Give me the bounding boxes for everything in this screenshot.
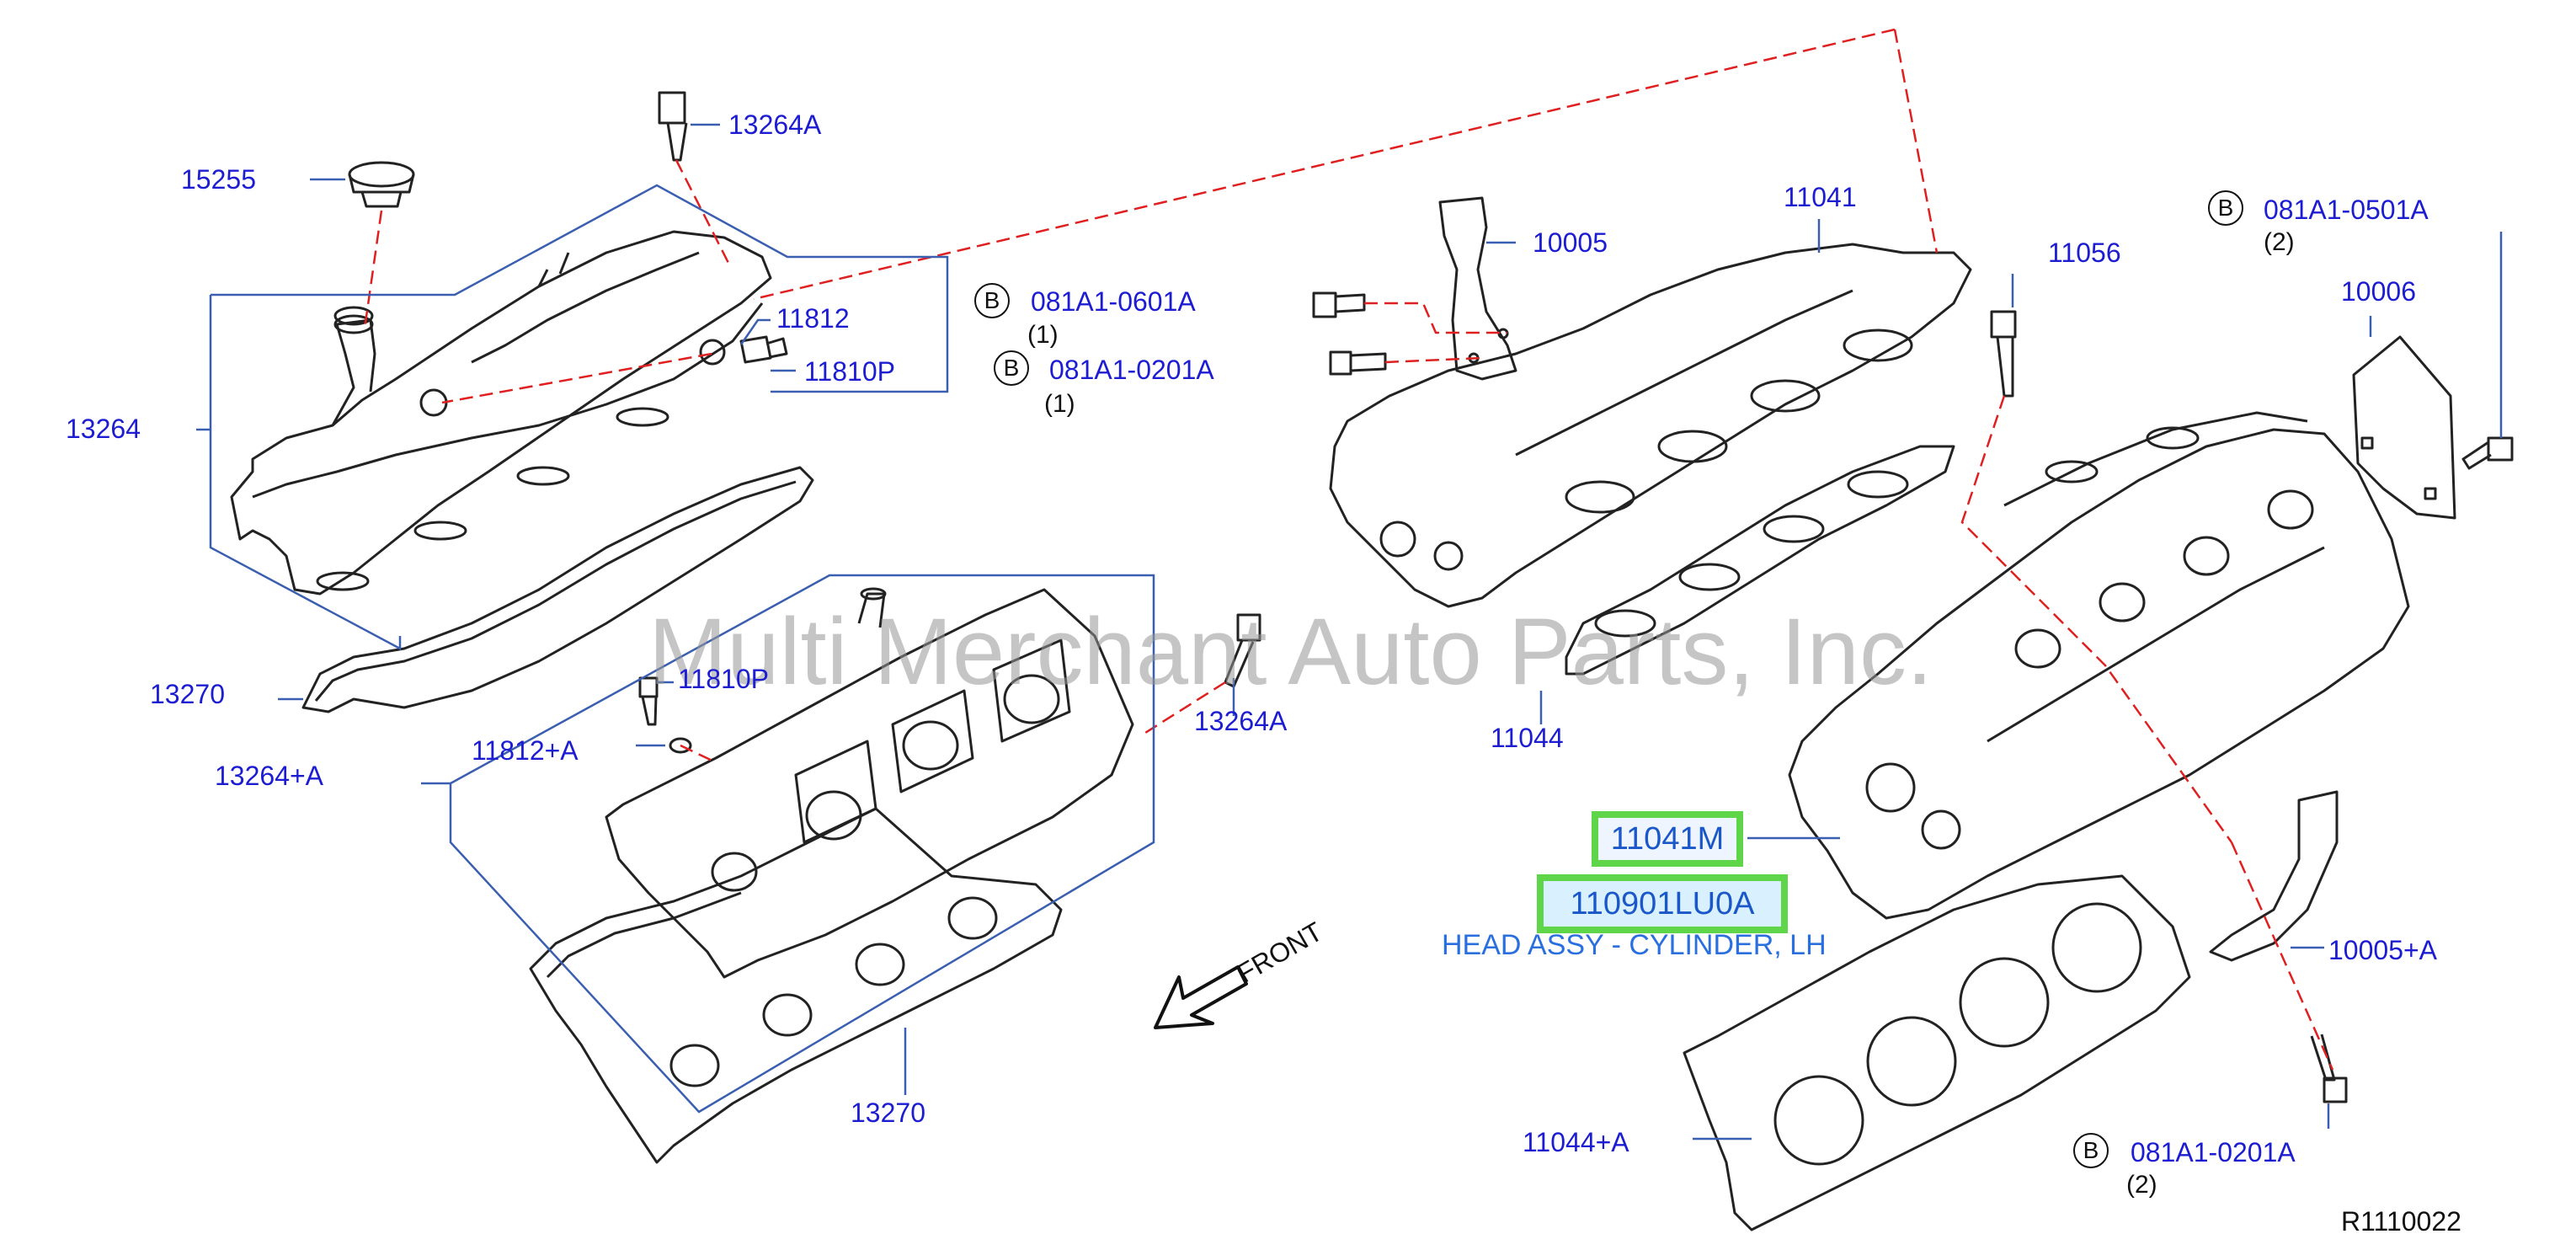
bolt-prefix-circle: B: [994, 350, 1029, 386]
gasket-lower: [529, 807, 1063, 1164]
head-gasket-11044a: [1683, 874, 2191, 1231]
bolt-13264a-mid: [1224, 613, 1261, 688]
callout-11812a[interactable]: 11812+A: [472, 735, 579, 766]
callout-081a1-0501a[interactable]: 081A1-0501A: [2264, 195, 2429, 225]
dashed-leaders: [363, 28, 2334, 1071]
callout-13264[interactable]: 13264: [66, 414, 141, 444]
callout-11812[interactable]: 11812: [776, 303, 850, 334]
rocker-cover-upper: [230, 230, 772, 596]
callout-10005[interactable]: 10005: [1533, 227, 1608, 258]
watermark: Multi Merchant Auto Parts, Inc.: [648, 599, 1933, 704]
callout-11810p-mid[interactable]: 11810P: [678, 664, 769, 694]
oil-filler-cap: [348, 161, 415, 208]
bolt-0501: [2461, 436, 2514, 470]
callout-13264a-top[interactable]: 13264A: [728, 110, 822, 140]
qty-0601a: (1): [1027, 321, 1059, 349]
bolt-11056: [1990, 310, 2017, 398]
callout-13270-left[interactable]: 13270: [150, 679, 225, 709]
callout-11056[interactable]: 11056: [2048, 238, 2121, 268]
bolt-0201-bottom: [2310, 1034, 2348, 1103]
part-description: HEAD ASSY - CYLINDER, LH: [1442, 929, 1827, 961]
callout-10006[interactable]: 10006: [2341, 276, 2416, 307]
pcv-valve-top: [699, 335, 788, 366]
bolt-13264a-top: [658, 91, 688, 162]
diagram-reference: R1110022: [2341, 1206, 2461, 1237]
leader-lines: [196, 123, 2503, 1140]
callout-15255[interactable]: 15255: [181, 164, 256, 195]
callout-11044[interactable]: 11044: [1491, 723, 1564, 753]
highlight-oem-number[interactable]: 110901LU0A: [1537, 874, 1788, 933]
gasket-upper: [301, 466, 814, 713]
bolt-prefix-circle: B: [2073, 1133, 2109, 1168]
callout-11044a[interactable]: 11044+A: [1523, 1127, 1629, 1157]
qty-0201a-top: (1): [1044, 390, 1075, 418]
callout-11041[interactable]: 11041: [1784, 182, 1857, 212]
bolt-0601: [1312, 291, 1366, 318]
part-number-text: 11041M: [1610, 820, 1725, 857]
bolt-prefix-circle: B: [2208, 190, 2243, 226]
callout-081a1-0201a-bottom[interactable]: 081A1-0201A: [2131, 1137, 2296, 1167]
callout-081a1-0601a[interactable]: 081A1-0601A: [1031, 286, 1196, 317]
highlight-part-number[interactable]: 11041M: [1592, 811, 1743, 867]
front-arrow: [1154, 965, 1248, 1029]
callout-11810p-top[interactable]: 11810P: [804, 356, 895, 387]
bolt-0201-top: [1329, 350, 1387, 376]
bracket-10006: [2352, 335, 2456, 520]
cylinder-head-rh: [1329, 243, 1972, 608]
rocker-cover-lower: [605, 587, 1134, 979]
pcv-valve-mid: [638, 676, 692, 754]
callout-13264pa[interactable]: 13264+A: [215, 761, 324, 791]
qty-0201a-bottom: (2): [2126, 1171, 2157, 1199]
cylinder-head-lh: [1788, 411, 2410, 920]
bracket-10005: [1438, 196, 1517, 381]
callout-10005a[interactable]: 10005+A: [2328, 935, 2438, 965]
oem-number-text: 110901LU0A: [1570, 885, 1755, 921]
manifold-gasket-11044: [1565, 445, 1955, 676]
callout-13264a-mid[interactable]: 13264A: [1194, 706, 1288, 736]
callout-081a1-0201a-top[interactable]: 081A1-0201A: [1049, 355, 1214, 385]
bracket-10005a: [2209, 790, 2339, 962]
callout-13270-bottom[interactable]: 13270: [851, 1098, 925, 1128]
bolt-prefix-circle: B: [974, 283, 1010, 318]
qty-0501a: (2): [2264, 228, 2295, 256]
